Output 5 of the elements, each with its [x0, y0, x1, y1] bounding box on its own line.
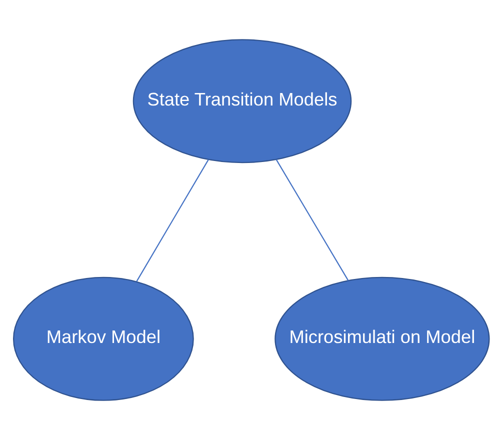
connector — [136, 159, 208, 282]
node-ellipse: Microsimulati on Model — [274, 276, 490, 401]
connector — [275, 159, 348, 281]
node-ellipse: Markov Model — [12, 276, 194, 401]
node-ellipse: State Transition Models — [132, 39, 352, 164]
